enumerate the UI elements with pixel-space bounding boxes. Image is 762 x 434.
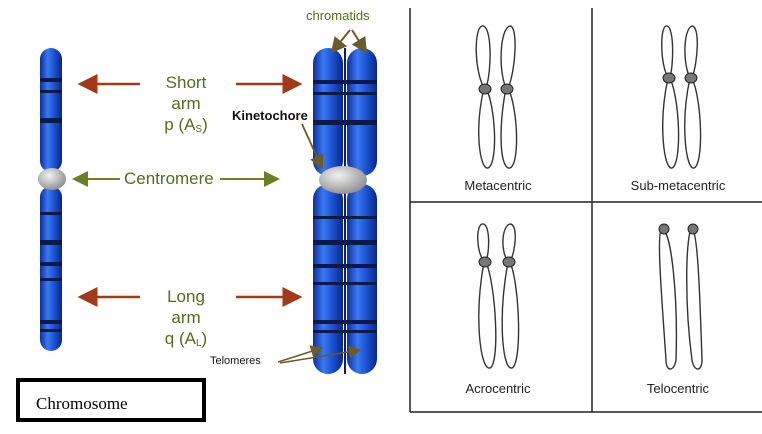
telocentric-right: [687, 228, 702, 369]
paired-chromosome: [313, 48, 377, 374]
metacentric-label: Metacentric: [418, 178, 578, 193]
metacentric-centromere-left: [479, 84, 491, 94]
kinetochore-label: Kinetochore: [232, 108, 308, 123]
telomeres-label: Telomeres: [210, 355, 261, 367]
metacentric-centromere-right: [501, 84, 513, 94]
single-centromere: [38, 168, 66, 190]
acrocentric-centromere-left: [479, 257, 491, 267]
telocentric-centromere-left: [659, 224, 669, 234]
short-arm-label: Short arm p (AS): [136, 72, 236, 140]
telocentric-left: [659, 228, 676, 369]
single-long-arm: [40, 186, 62, 351]
submetacentric-centromere-left: [663, 73, 675, 83]
chromatids-label: chromatids: [306, 8, 370, 23]
paired-centromere: [319, 166, 367, 194]
chromatid-right-lower: [347, 184, 377, 374]
acrocentric-left: [478, 224, 496, 368]
chromatid-right-upper: [347, 48, 377, 176]
submetacentric-right: [685, 26, 701, 168]
type-centromeres: [479, 73, 698, 267]
centromere-label: Centromere: [124, 169, 214, 189]
long-arm-label: Long arm q (AL): [136, 286, 236, 354]
submetacentric-label: Sub-metacentric: [598, 178, 758, 193]
metacentric-right: [501, 26, 517, 168]
short-arm-line2: arm: [136, 93, 236, 114]
long-arm-line1: Long: [136, 286, 236, 307]
acrocentric-centromere-right: [503, 257, 515, 267]
metacentric-left: [476, 26, 494, 168]
single-short-arm: [40, 48, 62, 172]
short-arm-line3: p (AS): [136, 114, 236, 140]
chromatids-arrow-left: [332, 30, 350, 52]
single-chromosome: [38, 48, 66, 351]
telocentric-centromere-right: [688, 224, 698, 234]
short-arm-line1: Short: [136, 72, 236, 93]
caption-box: Chromosome: [16, 378, 206, 422]
caption-text: Chromosome: [36, 394, 128, 414]
acrocentric-right: [502, 224, 518, 368]
long-arm-line3: q (AL): [136, 328, 236, 354]
telocentric-label: Telocentric: [598, 381, 758, 396]
long-arm-line2: arm: [136, 307, 236, 328]
chromatid-left-lower: [313, 184, 343, 374]
submetacentric-centromere-right: [685, 73, 697, 83]
acrocentric-label: Acrocentric: [418, 381, 578, 396]
submetacentric-left: [662, 26, 679, 168]
types-grid: [410, 8, 762, 412]
